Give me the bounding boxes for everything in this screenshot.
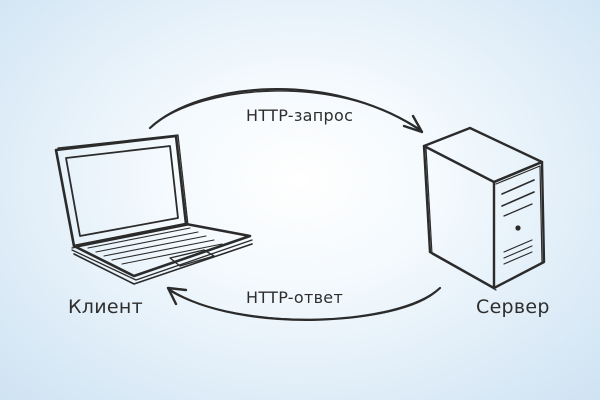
http-request-label: HTTP-запрос: [246, 106, 354, 125]
laptop-icon: [54, 134, 253, 285]
server-label: Сервер: [476, 296, 550, 318]
client-label: Клиент: [68, 296, 143, 318]
request-arrow: [148, 88, 424, 134]
server-tower-icon: [422, 126, 546, 291]
response-arrow: [166, 286, 442, 321]
http-response-label: HTTP-ответ: [246, 288, 344, 307]
